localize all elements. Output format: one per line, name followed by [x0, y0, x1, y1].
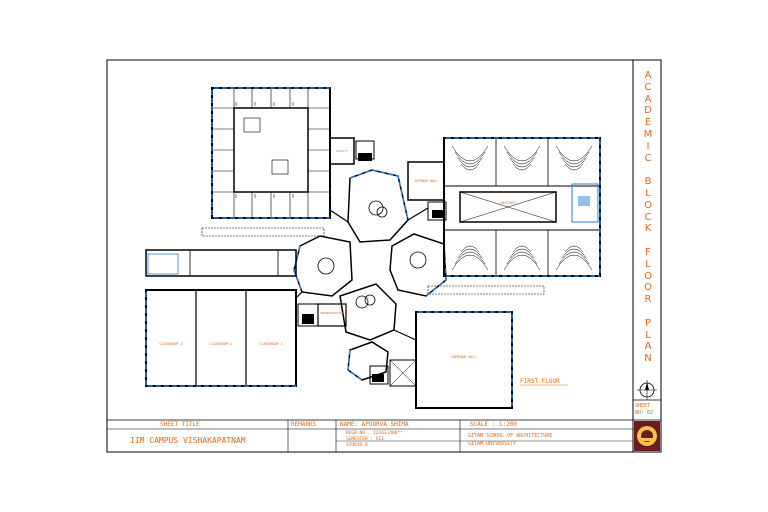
remarks-header: REMARKS	[291, 421, 317, 428]
seminar-hall-room	[407, 161, 445, 201]
seminar-hall-block	[415, 311, 513, 409]
vertical-title-letter: L	[645, 329, 651, 341]
north-arrow-icon	[637, 380, 657, 400]
regd-no: REGD NO : 121631400**	[346, 431, 403, 436]
semester: SEMESTER : VII	[346, 437, 384, 442]
studio: STUDIO 8	[346, 443, 368, 448]
tree-icon	[317, 200, 427, 309]
vertical-title-letter: A	[644, 341, 652, 353]
vertical-title-letter	[646, 235, 649, 247]
vertical-title-letter: E	[644, 117, 652, 129]
floor-label: FIRST FLOOR	[520, 378, 560, 385]
scale-header: SCALE : 1:200	[470, 421, 517, 428]
vertical-title-letter: A	[644, 93, 652, 105]
vertical-title-letter: L	[645, 187, 651, 199]
vertical-title-letter: F	[645, 246, 651, 258]
vertical-title-letter: K	[644, 223, 652, 235]
sheet-no-label: SHEET	[635, 403, 651, 409]
vertical-title-letter	[646, 164, 649, 176]
room-label-classroom-2: CLASSROOM 2	[209, 342, 232, 346]
small-room	[329, 137, 355, 165]
tiered-seating	[451, 145, 593, 271]
vertical-title-letter: C	[644, 211, 652, 223]
school-name: GITAM SCHOOL OF ARCHITECTURE	[468, 433, 553, 439]
vertical-title-letter: P	[644, 317, 652, 329]
vertical-title-letter: N	[644, 353, 652, 365]
name-header: NAME: APOORVA SHIMA	[340, 421, 409, 428]
university-logo-icon	[634, 421, 660, 451]
university-name: GITAM UNIVERSITY	[468, 441, 517, 447]
sheet-border	[106, 59, 662, 453]
vertical-title-letter: C	[644, 152, 652, 164]
vertical-title-letter: M	[643, 128, 653, 140]
room-label-seminar-hall: SEMINAR HALL	[451, 355, 476, 359]
vertical-title-letter: C	[644, 81, 652, 93]
sheet-title-header: SHEET TITLE	[160, 421, 200, 428]
room-label-history: HISTORY	[501, 201, 517, 205]
vertical-title-letter: B	[644, 176, 652, 188]
room-label-admin: ADMINISTRATION	[320, 311, 344, 315]
vertical-title-letter: R	[644, 294, 652, 306]
vertical-title-letter: O	[644, 282, 652, 294]
vertical-title-letter: O	[644, 270, 652, 282]
vertical-title-letter	[646, 306, 649, 318]
room-label-classroom-3: CLASSROOM 3	[259, 342, 282, 346]
faculty-block	[211, 87, 331, 219]
vertical-title-letter: D	[644, 105, 652, 117]
sheet-title: IIM CAMPUS VISHAKAPATNAM	[130, 436, 246, 445]
sheet-no-value: NO: 02	[635, 410, 654, 416]
vertical-title-letter: A	[644, 70, 652, 81]
vertical-title-letter: I	[646, 140, 650, 152]
room-label-seminar-hall-2: SEMINAR HALL	[414, 179, 437, 183]
vertical-title-letter: L	[645, 258, 651, 270]
central-hub	[293, 169, 447, 381]
service-strip	[145, 249, 297, 277]
vertical-title-letter: O	[644, 199, 652, 211]
room-label-classroom-1: CLASSROOM 1	[159, 342, 182, 346]
classroom-block	[145, 289, 297, 387]
walkway	[201, 227, 545, 295]
room-label-faculty: FACULTY	[336, 149, 348, 153]
